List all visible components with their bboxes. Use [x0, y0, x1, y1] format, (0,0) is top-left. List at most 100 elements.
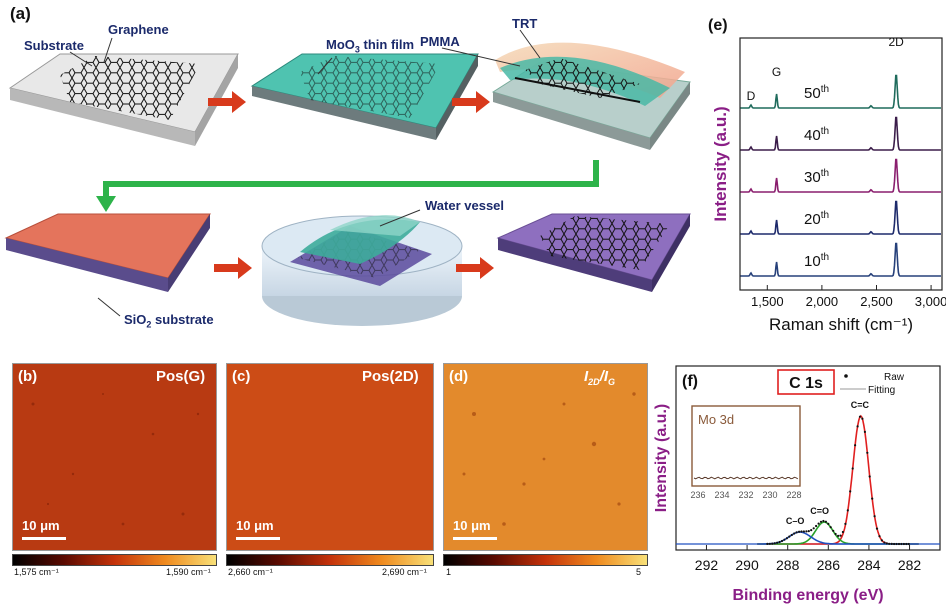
xps-raw-point [878, 535, 881, 538]
panel-d-label: (d) [449, 368, 469, 385]
pmma-trt-block [491, 42, 691, 150]
xps-xlabel: Binding energy (eV) [732, 587, 883, 604]
xps-raw-point [871, 497, 874, 500]
raman-line-20 [740, 200, 941, 235]
peak-label-d: D [747, 89, 756, 103]
xps-raw-point [837, 534, 840, 537]
xps-raw-point [778, 540, 781, 544]
final-block [496, 213, 691, 292]
panel-b-label: (b) [18, 368, 38, 385]
xps-raw-point [800, 530, 803, 533]
raman-series-label-30: 30th [804, 168, 829, 186]
peak-label-g: G [772, 65, 781, 79]
xps-peak-label-C=C: C=C [851, 400, 870, 410]
substrate-block [8, 53, 239, 146]
xps-raw-point [785, 537, 788, 540]
colorbar-b-max: 1,590 cm⁻¹ [166, 567, 211, 577]
colorbar-b-min: 1,575 cm⁻¹ [14, 567, 59, 577]
xps-raw-point [885, 542, 888, 545]
xps-raw-point [861, 417, 864, 420]
xps-xtick-label-4: 284 [857, 557, 881, 573]
xps-raw-point [873, 515, 876, 518]
colorbar-d-min: 1 [446, 567, 452, 577]
xps-xtick-label-5: 282 [898, 557, 922, 573]
xps-raw-point [802, 530, 805, 533]
xps-raw-point [771, 542, 774, 545]
xps-raw-point [858, 415, 862, 418]
xps-raw-point [888, 542, 891, 545]
peak-label-2d: 2D [888, 35, 904, 49]
red-arrow-2 [452, 91, 490, 113]
xps-raw-points [766, 415, 910, 546]
inset-line [693, 476, 799, 480]
water-vessel-label: Water vessel [425, 198, 505, 213]
panel-e-label: (e) [708, 18, 728, 34]
map-pos-g-noise [31, 393, 200, 526]
xps-raw-point [895, 542, 898, 546]
xps-xtick-label-0: 292 [695, 557, 719, 573]
xps-raw-point [880, 539, 883, 542]
xps-raw-point [868, 475, 871, 478]
raman-series-40: 40th [740, 116, 941, 151]
raman-series-label-20: 20th [804, 210, 829, 228]
xps-raw-point [897, 542, 901, 546]
xps-raw-point [844, 522, 847, 525]
raman-xtick-label-3: 3,000 [915, 294, 946, 309]
sio2-label: SiO2 substrate [124, 312, 214, 330]
colorbar-d [443, 554, 648, 566]
xps-raw-point [905, 542, 908, 546]
xps-xtick-label-3: 286 [817, 557, 841, 573]
xps-raw-point [783, 538, 786, 541]
raman-series-50: 50th [740, 74, 941, 109]
raman-ylabel: Intensity (a.u.) [711, 106, 730, 221]
colorbar-c-min: 2,660 cm⁻¹ [228, 567, 273, 577]
colorbar-d-max: 5 [636, 567, 642, 577]
raman-series-label-10: 10th [804, 252, 829, 270]
xps-raw-point [890, 542, 893, 545]
panel-a-schematic [4, 29, 691, 326]
colorbar-c [226, 554, 434, 566]
red-arrow-4 [456, 257, 494, 279]
scale-bar-c [236, 537, 280, 540]
xps-raw-point [849, 490, 852, 493]
raman-line-40 [740, 116, 941, 151]
panel-c-label: (c) [232, 368, 251, 385]
xps-raw-point [773, 542, 776, 545]
xps-raw-point [900, 542, 903, 546]
panel-d-title: I2D/IG [584, 368, 616, 387]
xps-raw-point [788, 535, 791, 538]
xps-frame [675, 365, 941, 551]
xps-raw-point [790, 533, 793, 537]
scale-bar-d [453, 537, 497, 540]
inset-xtick-1: 234 [714, 490, 729, 500]
map-pos-g [12, 363, 217, 551]
xps-raw-point [827, 522, 830, 525]
xps-raw-point [839, 534, 842, 537]
panel-b-title: Pos(G) [156, 368, 206, 385]
panel-c-title: Pos(2D) [362, 368, 419, 385]
water-vessel [261, 215, 463, 326]
xps-raw-point [815, 524, 818, 528]
xps-raw-point [893, 542, 896, 546]
xps-raw-point [805, 530, 808, 533]
xps-raw-point [866, 451, 869, 454]
legend-raw-marker [844, 374, 848, 378]
xps-raw-point [807, 530, 810, 533]
moo3-label: MoO3 thin film [326, 37, 415, 55]
inset-xtick-2: 232 [738, 490, 753, 500]
xps-peak-label-C–O: C–O [786, 516, 805, 526]
inset-title: Mo 3d [698, 412, 734, 427]
substrate-label: Substrate [24, 38, 84, 53]
scale-bar-b [22, 537, 66, 540]
raman-line-10 [740, 242, 941, 277]
legend-fitting: Fitting [868, 385, 895, 396]
xps-raw-point [793, 532, 796, 535]
xps-raw-point [846, 509, 849, 512]
raman-series-label-40: 40th [804, 126, 829, 144]
xps-xtick-label-1: 290 [735, 557, 759, 573]
inset-xtick-0: 236 [690, 490, 705, 500]
xps-raw-point [819, 520, 823, 523]
map-pos-2d [226, 363, 434, 551]
panel-a-label: (a) [10, 4, 31, 23]
